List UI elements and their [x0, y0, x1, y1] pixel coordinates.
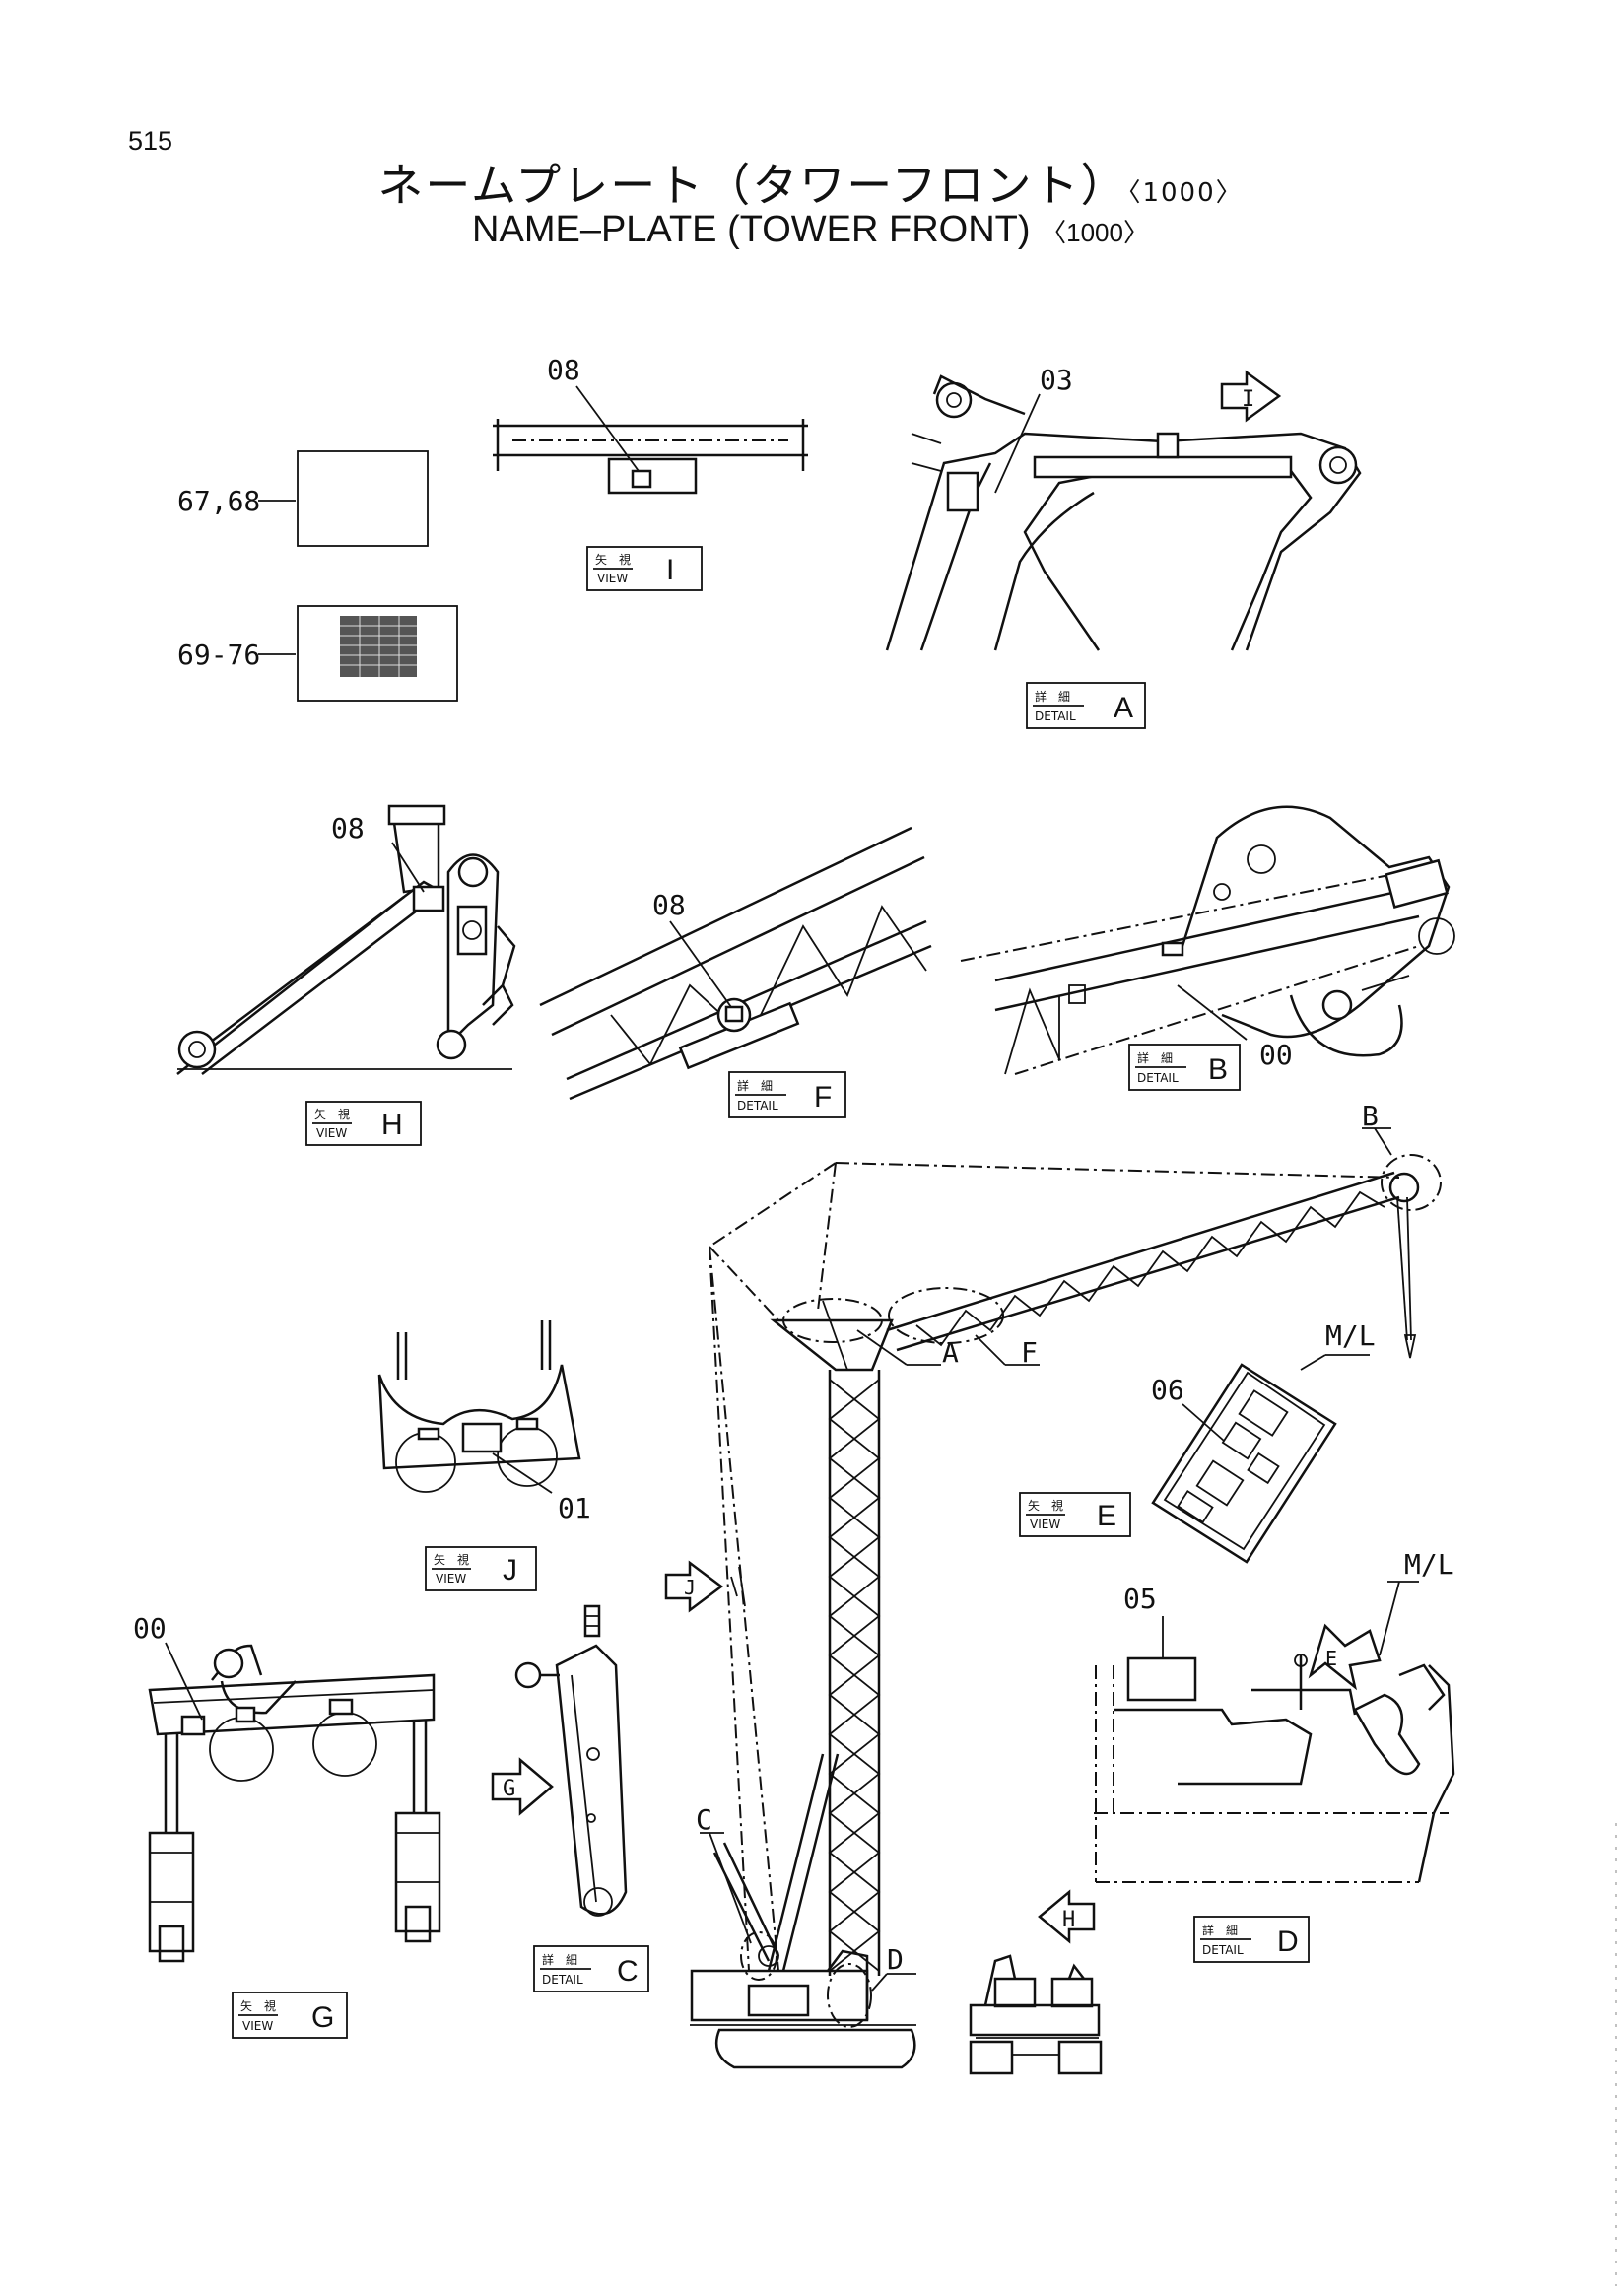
label-08-view-h: 08	[331, 812, 365, 844]
label-05: 05	[1123, 1583, 1157, 1615]
label-ml-1: M/L	[1325, 1319, 1376, 1352]
view-i-box: 矢 視 VIEW I	[586, 546, 703, 591]
detail-b-box: 詳 細 DETAIL B	[1128, 1044, 1241, 1091]
view-e-box-en: VIEW	[1030, 1518, 1060, 1531]
label-06: 06	[1151, 1374, 1184, 1406]
callout-c: C	[696, 1803, 712, 1836]
detail-f-box-jp: 詳 細	[737, 1078, 773, 1093]
detail-c-drawing	[514, 1604, 628, 1917]
detail-a-box-jp: 詳 細	[1035, 689, 1070, 704]
detail-c-box-letter: C	[617, 1955, 639, 1988]
detail-a-drawing: 03 I	[885, 364, 1362, 651]
view-g-box: 矢 視 VIEW G	[232, 1992, 348, 2039]
label-01: 01	[558, 1492, 591, 1524]
title-en-text: NAME–PLATE (TOWER FRONT)	[472, 209, 1031, 250]
callout-a: A	[942, 1336, 959, 1369]
view-j-box: 矢 視 VIEW J	[425, 1546, 537, 1591]
title-jp-text: ネームプレート（タワーフロント）	[377, 159, 1128, 212]
detail-d-box: 詳 細 DETAIL D	[1193, 1916, 1310, 1963]
view-h-box-letter: H	[381, 1109, 403, 1141]
detail-c-box: 詳 細 DETAIL C	[533, 1945, 649, 1992]
detail-f-box: 詳 細 DETAIL F	[728, 1071, 846, 1118]
detail-a-box: 詳 細 DETAIL A	[1026, 682, 1146, 729]
title-jp-code: 〈1000〉	[1127, 178, 1244, 208]
arrow-g-letter: G	[503, 1777, 515, 1801]
arrow-j-letter: J	[684, 1576, 696, 1599]
view-j-box-jp: 矢 視	[434, 1552, 469, 1567]
detail-c-box-en: DETAIL	[542, 1973, 583, 1987]
title-en-code: 〈1000〉	[1041, 218, 1149, 247]
view-j-drawing: 01	[377, 1320, 591, 1524]
view-h-drawing: 08	[176, 804, 516, 1075]
label-00-detail-b: 00	[1259, 1039, 1293, 1071]
label-69-76: 69-76	[177, 639, 260, 671]
view-e-box-letter: E	[1097, 1500, 1116, 1532]
detail-b-box-letter: B	[1208, 1053, 1228, 1086]
detail-a-box-en: DETAIL	[1035, 709, 1076, 723]
plate-69-76: 69-76	[177, 605, 458, 702]
detail-f-box-en: DETAIL	[737, 1099, 778, 1113]
plate-67-68: 67,68	[177, 450, 429, 547]
view-h-box-en: VIEW	[316, 1126, 347, 1140]
label-ml-2: M/L	[1404, 1548, 1454, 1581]
callout-f: F	[1021, 1336, 1038, 1369]
arrow-h-machine-drawing: H	[969, 1889, 1103, 2075]
arrow-i-letter: I	[1242, 387, 1254, 412]
view-g-box-en: VIEW	[242, 2019, 273, 2033]
label-00-view-g: 00	[133, 1612, 167, 1645]
view-h-box-jp: 矢 視	[314, 1107, 350, 1121]
label-67-68: 67,68	[177, 485, 260, 517]
detail-b-box-jp: 詳 細	[1137, 1050, 1173, 1065]
view-g-drawing: 00	[133, 1612, 441, 1963]
page-number: 515	[128, 126, 173, 156]
view-e-drawing: M/L 06	[1151, 1319, 1376, 1564]
label-03: 03	[1040, 364, 1073, 396]
view-e-box: 矢 視 VIEW E	[1019, 1492, 1131, 1537]
detail-c-box-jp: 詳 細	[542, 1952, 577, 1967]
arrow-g: G	[491, 1757, 554, 1816]
arrow-h-letter: H	[1062, 1908, 1075, 1932]
detail-f-drawing: 08	[539, 826, 932, 1101]
page-title-english: NAME–PLATE (TOWER FRONT) 〈1000〉	[0, 209, 1621, 251]
callout-d: D	[887, 1943, 904, 1976]
detail-b-drawing: 00	[960, 805, 1455, 1075]
detail-f-box-letter: F	[814, 1081, 832, 1114]
arrow-e-letter: E	[1325, 1647, 1337, 1670]
view-g-box-jp: 矢 視	[240, 1998, 276, 2013]
view-e-box-jp: 矢 視	[1028, 1498, 1063, 1513]
page-title-japanese: ネームプレート（タワーフロント）〈1000〉	[0, 150, 1621, 215]
crane-main-drawing: A F B C D J	[664, 1100, 1442, 2069]
callout-b: B	[1362, 1100, 1379, 1132]
detail-b-box-en: DETAIL	[1137, 1071, 1179, 1085]
label-08-detail-f: 08	[652, 889, 686, 921]
detail-d-box-jp: 詳 細	[1202, 1923, 1238, 1937]
view-i-drawing: 08	[493, 354, 808, 495]
detail-d-box-en: DETAIL	[1202, 1943, 1244, 1957]
view-i-box-en: VIEW	[597, 572, 628, 585]
view-i-box-jp: 矢 視	[595, 552, 631, 567]
detail-d-drawing: 05 E M/L	[1094, 1548, 1455, 1883]
view-h-box: 矢 視 VIEW H	[305, 1101, 422, 1146]
label-08-view-i: 08	[547, 354, 580, 386]
detail-a-box-letter: A	[1114, 692, 1133, 724]
view-g-box-letter: G	[311, 2001, 334, 2034]
detail-d-box-letter: D	[1277, 1925, 1299, 1958]
view-j-box-en: VIEW	[436, 1572, 466, 1586]
view-i-box-letter: I	[666, 554, 674, 586]
view-j-box-letter: J	[503, 1554, 517, 1587]
